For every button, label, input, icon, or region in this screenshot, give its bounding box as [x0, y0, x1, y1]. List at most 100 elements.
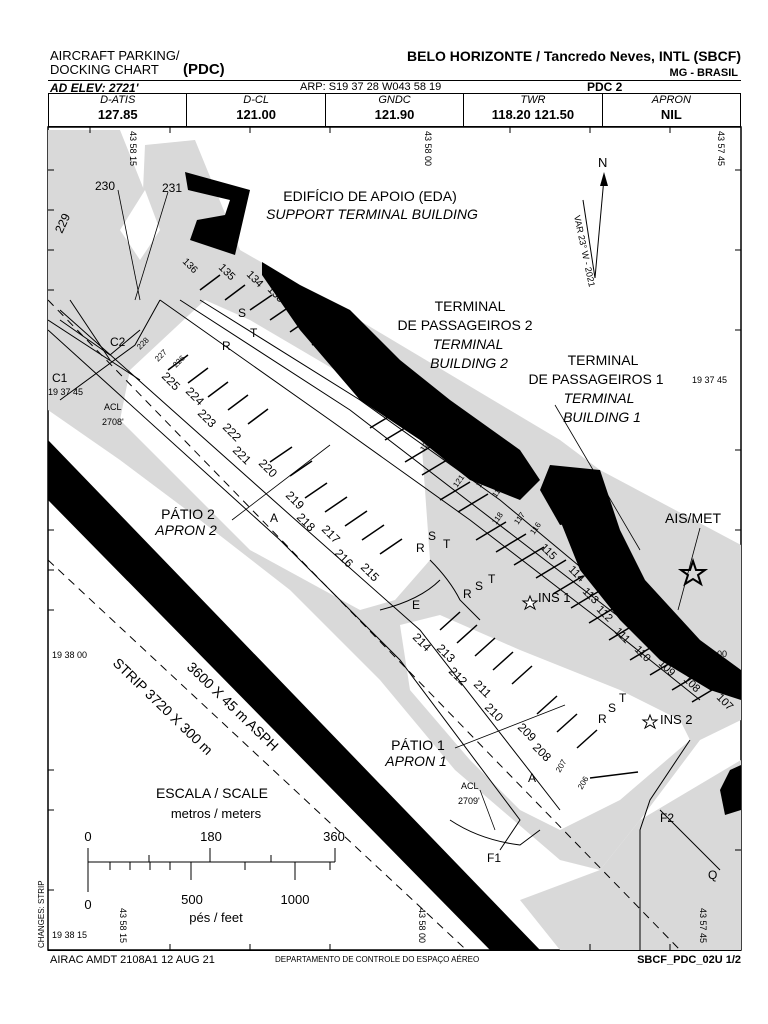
scale-title: ESCALA / SCALE: [156, 785, 268, 801]
taxiway-c2: C2: [110, 335, 126, 349]
stand-231: 231: [162, 181, 182, 195]
lat-bottom-left: 19 38 15: [52, 930, 87, 940]
aismet-label: AIS/MET: [665, 510, 721, 526]
tps2-label-2: DE PASSAGEIROS 2: [397, 317, 532, 333]
taxiway-t3: T: [488, 572, 496, 586]
magnetic-north-line: [582, 199, 596, 279]
tps1-label-1: TERMINAL: [568, 352, 639, 368]
scale-meters-unit: metros / meters: [171, 806, 262, 821]
island-apron1: [400, 615, 690, 830]
header-rule: [48, 80, 741, 81]
taxiway-a-lower: A: [528, 771, 536, 785]
chart-type-line2: DOCKING CHART: [50, 62, 159, 77]
scale-m-180: 180: [200, 829, 222, 844]
lat-mid-right: 19 38 00: [692, 649, 727, 659]
acl-lower: ACL: [461, 781, 479, 791]
lat-mid-left: 19 38 00: [52, 650, 87, 660]
arp-coordinates: ARP: S19 37 28 W043 58 19: [300, 81, 442, 93]
taxiway-t4: T: [619, 691, 627, 705]
scale-ft-500: 500: [181, 892, 203, 907]
north-label: N: [598, 155, 607, 170]
apron-south: [520, 760, 741, 950]
strip-edge-west: [48, 559, 468, 950]
ad-elevation: AD ELEV: 2721': [50, 81, 139, 95]
lon-right-top: 43 57 45: [716, 131, 726, 166]
footer-rule: [48, 950, 741, 951]
lon-left-top: 43 58 15: [128, 131, 138, 166]
chart-type-line1: AIRCRAFT PARKING/: [50, 48, 180, 63]
lon-left-bottom: 43 58 15: [118, 908, 128, 943]
lat-upper-left: 19 37 45: [48, 387, 83, 397]
taxiway-a-upper: A: [270, 511, 278, 525]
acl-upper: ACL: [104, 402, 122, 412]
lon-mid-top: 43 58 00: [423, 131, 433, 166]
building-east: [720, 765, 741, 815]
scale-feet-unit: pés / feet: [189, 910, 243, 925]
ins2-label: INS 2: [660, 712, 693, 727]
aismet-star-icon: [677, 557, 709, 587]
ins2-icon: [641, 713, 659, 730]
lon-right-bottom: 43 57 45: [698, 908, 708, 943]
tps1-label-3: TERMINAL: [564, 390, 635, 406]
tps2-label-1: TERMINAL: [435, 298, 506, 314]
patio1-label: PÁTIO 1: [391, 737, 445, 753]
passenger-terminal-1: [560, 500, 741, 700]
taxiway-f2: F2: [660, 811, 674, 825]
taxiway-c1: C1: [52, 371, 68, 385]
scale-ft-0: 0: [84, 897, 91, 912]
footer-airac: AIRAC AMDT 2108A1 12 AUG 21: [50, 954, 215, 966]
frame-ticks: [48, 127, 741, 950]
tps1-label-4: BUILDING 1: [563, 409, 641, 425]
taxiway-r4: R: [598, 712, 607, 726]
patio1-label-en: APRON 1: [384, 753, 446, 769]
patio2-label-en: APRON 2: [154, 522, 217, 538]
ins1-icon: [521, 594, 539, 611]
eda-label-en: SUPPORT TERMINAL BUILDING: [266, 206, 478, 222]
taxiway-r2: R: [416, 541, 425, 555]
region: MG - BRASIL: [669, 67, 738, 79]
page-id: PDC 2: [587, 80, 623, 94]
stand-230: 230: [95, 179, 115, 193]
variation-label: VAR 23° W - 2021: [572, 214, 597, 287]
patio2-label: PÁTIO 2: [161, 506, 215, 522]
tps1-label-2: DE PASSAGEIROS 1: [528, 371, 663, 387]
taxiway-q: Q: [708, 868, 717, 882]
scale-ft-1000: 1000: [281, 892, 310, 907]
changes-label: CHANGES: STRIP: [37, 880, 46, 948]
taxiway-f1: F1: [487, 851, 501, 865]
strip-edge-east: [48, 299, 681, 950]
taxiway-r1: R: [222, 339, 231, 353]
taxiway-e: E: [412, 598, 420, 612]
runway: [48, 440, 540, 950]
acl-upper-elev: 2708': [102, 417, 124, 427]
scale-m-0: 0: [84, 829, 91, 844]
scale-bar: [87, 848, 336, 892]
taxiway-t2: T: [443, 537, 451, 551]
taxiway-s3: S: [475, 579, 483, 593]
taxiway-t1: T: [250, 326, 258, 340]
eda-label: EDIFÍCIO DE APOIO (EDA): [283, 188, 456, 204]
passenger-terminal-2: [262, 262, 540, 500]
island-apron2: [120, 300, 430, 610]
chart-code: (PDC): [183, 61, 225, 78]
acl-lower-elev: 2709': [458, 796, 480, 806]
ins1-label: INS 1: [538, 590, 571, 605]
tps2-label-3: TERMINAL: [433, 336, 504, 352]
scale-m-360: 360: [323, 829, 345, 844]
taxiway-s2: S: [428, 529, 436, 543]
taxiway-s1: S: [238, 306, 246, 320]
footer-dept: DEPARTAMENTO DE CONTROLE DO ESPAÇO AÉREO: [275, 955, 480, 964]
tps2-label-4: BUILDING 2: [430, 355, 508, 371]
lat-upper-right: 19 37 45: [692, 375, 727, 385]
apron-west: [48, 130, 160, 360]
taxiway-r3: R: [463, 587, 472, 601]
footer-chart-id: SBCF_PDC_02U 1/2: [637, 954, 741, 966]
north-arrow: [594, 177, 605, 279]
